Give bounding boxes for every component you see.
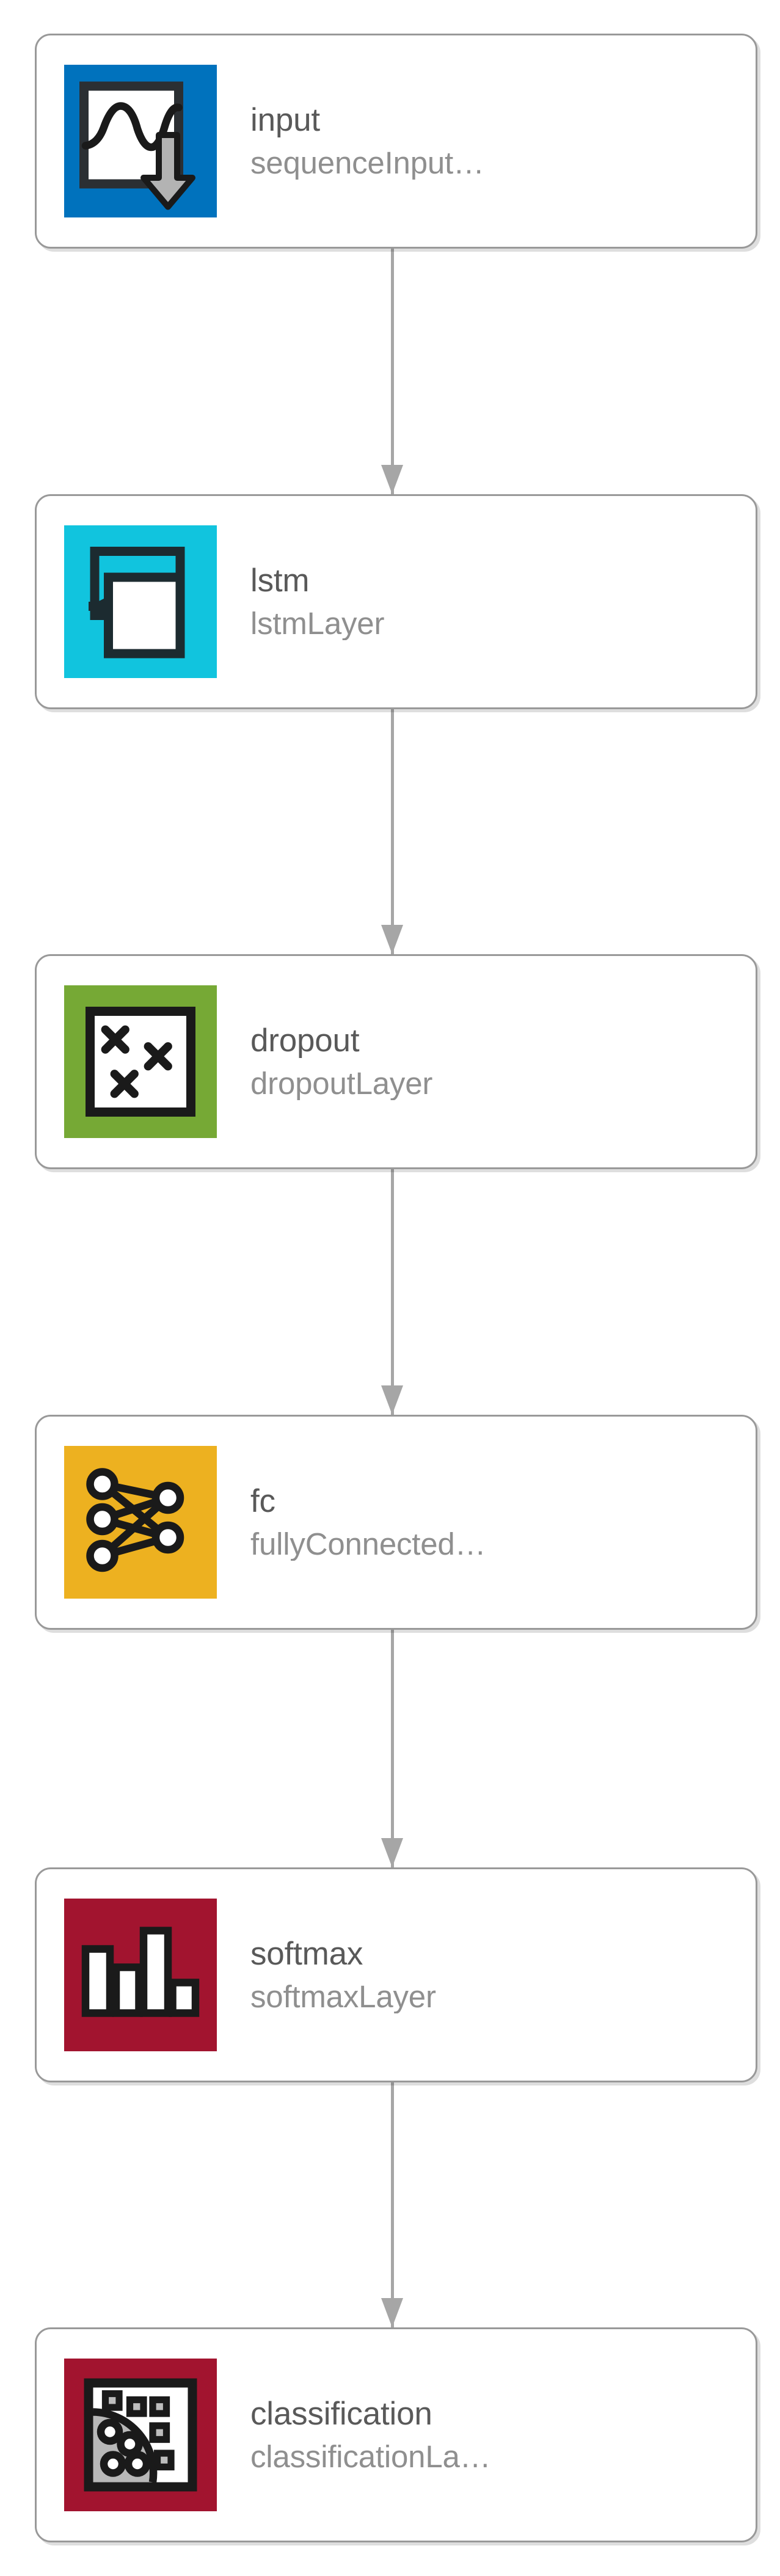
layer-name: softmax <box>250 1936 363 1972</box>
edge-lstm-dropout <box>381 709 404 954</box>
edge-stem <box>391 249 394 494</box>
layer-type: softmaxLayer <box>250 1980 436 2014</box>
edge-fc-softmax <box>381 1630 404 1867</box>
fully-connected-icon <box>64 1446 217 1599</box>
softmax-icon <box>64 1899 217 2051</box>
layer-node-input[interactable]: input sequenceInput… <box>35 34 757 249</box>
layer-node-lstm[interactable]: lstm lstmLayer <box>35 494 757 709</box>
edge-stem <box>391 1630 394 1867</box>
edge-stem <box>391 1169 394 1415</box>
layer-type: fullyConnected… <box>250 1527 486 1561</box>
classification-icon <box>64 2359 217 2511</box>
sequence-input-icon <box>64 65 217 217</box>
layer-node-text: classification classificationLa… <box>250 2396 756 2473</box>
layer-node-dropout[interactable]: dropout dropoutLayer <box>35 954 757 1169</box>
layer-type: classificationLa… <box>250 2440 491 2474</box>
layer-node-text: lstm lstmLayer <box>250 563 756 640</box>
layer-name: lstm <box>250 563 310 599</box>
layer-type: dropoutLayer <box>250 1067 433 1101</box>
layer-name: dropout <box>250 1023 360 1059</box>
layer-node-text: softmax softmaxLayer <box>250 1936 756 2013</box>
edge-dropout-fc <box>381 1169 404 1415</box>
layer-node-text: input sequenceInput… <box>250 103 756 180</box>
layer-node-classification[interactable]: classification classificationLa… <box>35 2327 757 2542</box>
arrowhead-icon <box>381 925 403 954</box>
dropout-icon <box>64 985 217 1138</box>
arrowhead-icon <box>381 1385 403 1415</box>
arrowhead-icon <box>381 1838 403 1867</box>
layer-node-text: dropout dropoutLayer <box>250 1023 756 1100</box>
layer-node-softmax[interactable]: softmax softmaxLayer <box>35 1867 757 2082</box>
edge-stem <box>391 709 394 954</box>
layer-type: sequenceInput… <box>250 146 484 180</box>
edge-stem <box>391 2082 394 2327</box>
layer-type: lstmLayer <box>250 607 385 641</box>
lstm-icon <box>64 525 217 678</box>
layer-name: input <box>250 102 320 138</box>
layer-name: fc <box>250 1483 275 1519</box>
arrowhead-icon <box>381 465 403 494</box>
layer-name: classification <box>250 2396 432 2432</box>
edge-input-lstm <box>381 249 404 494</box>
layer-node-text: fc fullyConnected… <box>250 1484 756 1561</box>
layer-node-fc[interactable]: fc fullyConnected… <box>35 1415 757 1630</box>
arrowhead-icon <box>381 2298 403 2327</box>
edge-softmax-classification <box>381 2082 404 2327</box>
